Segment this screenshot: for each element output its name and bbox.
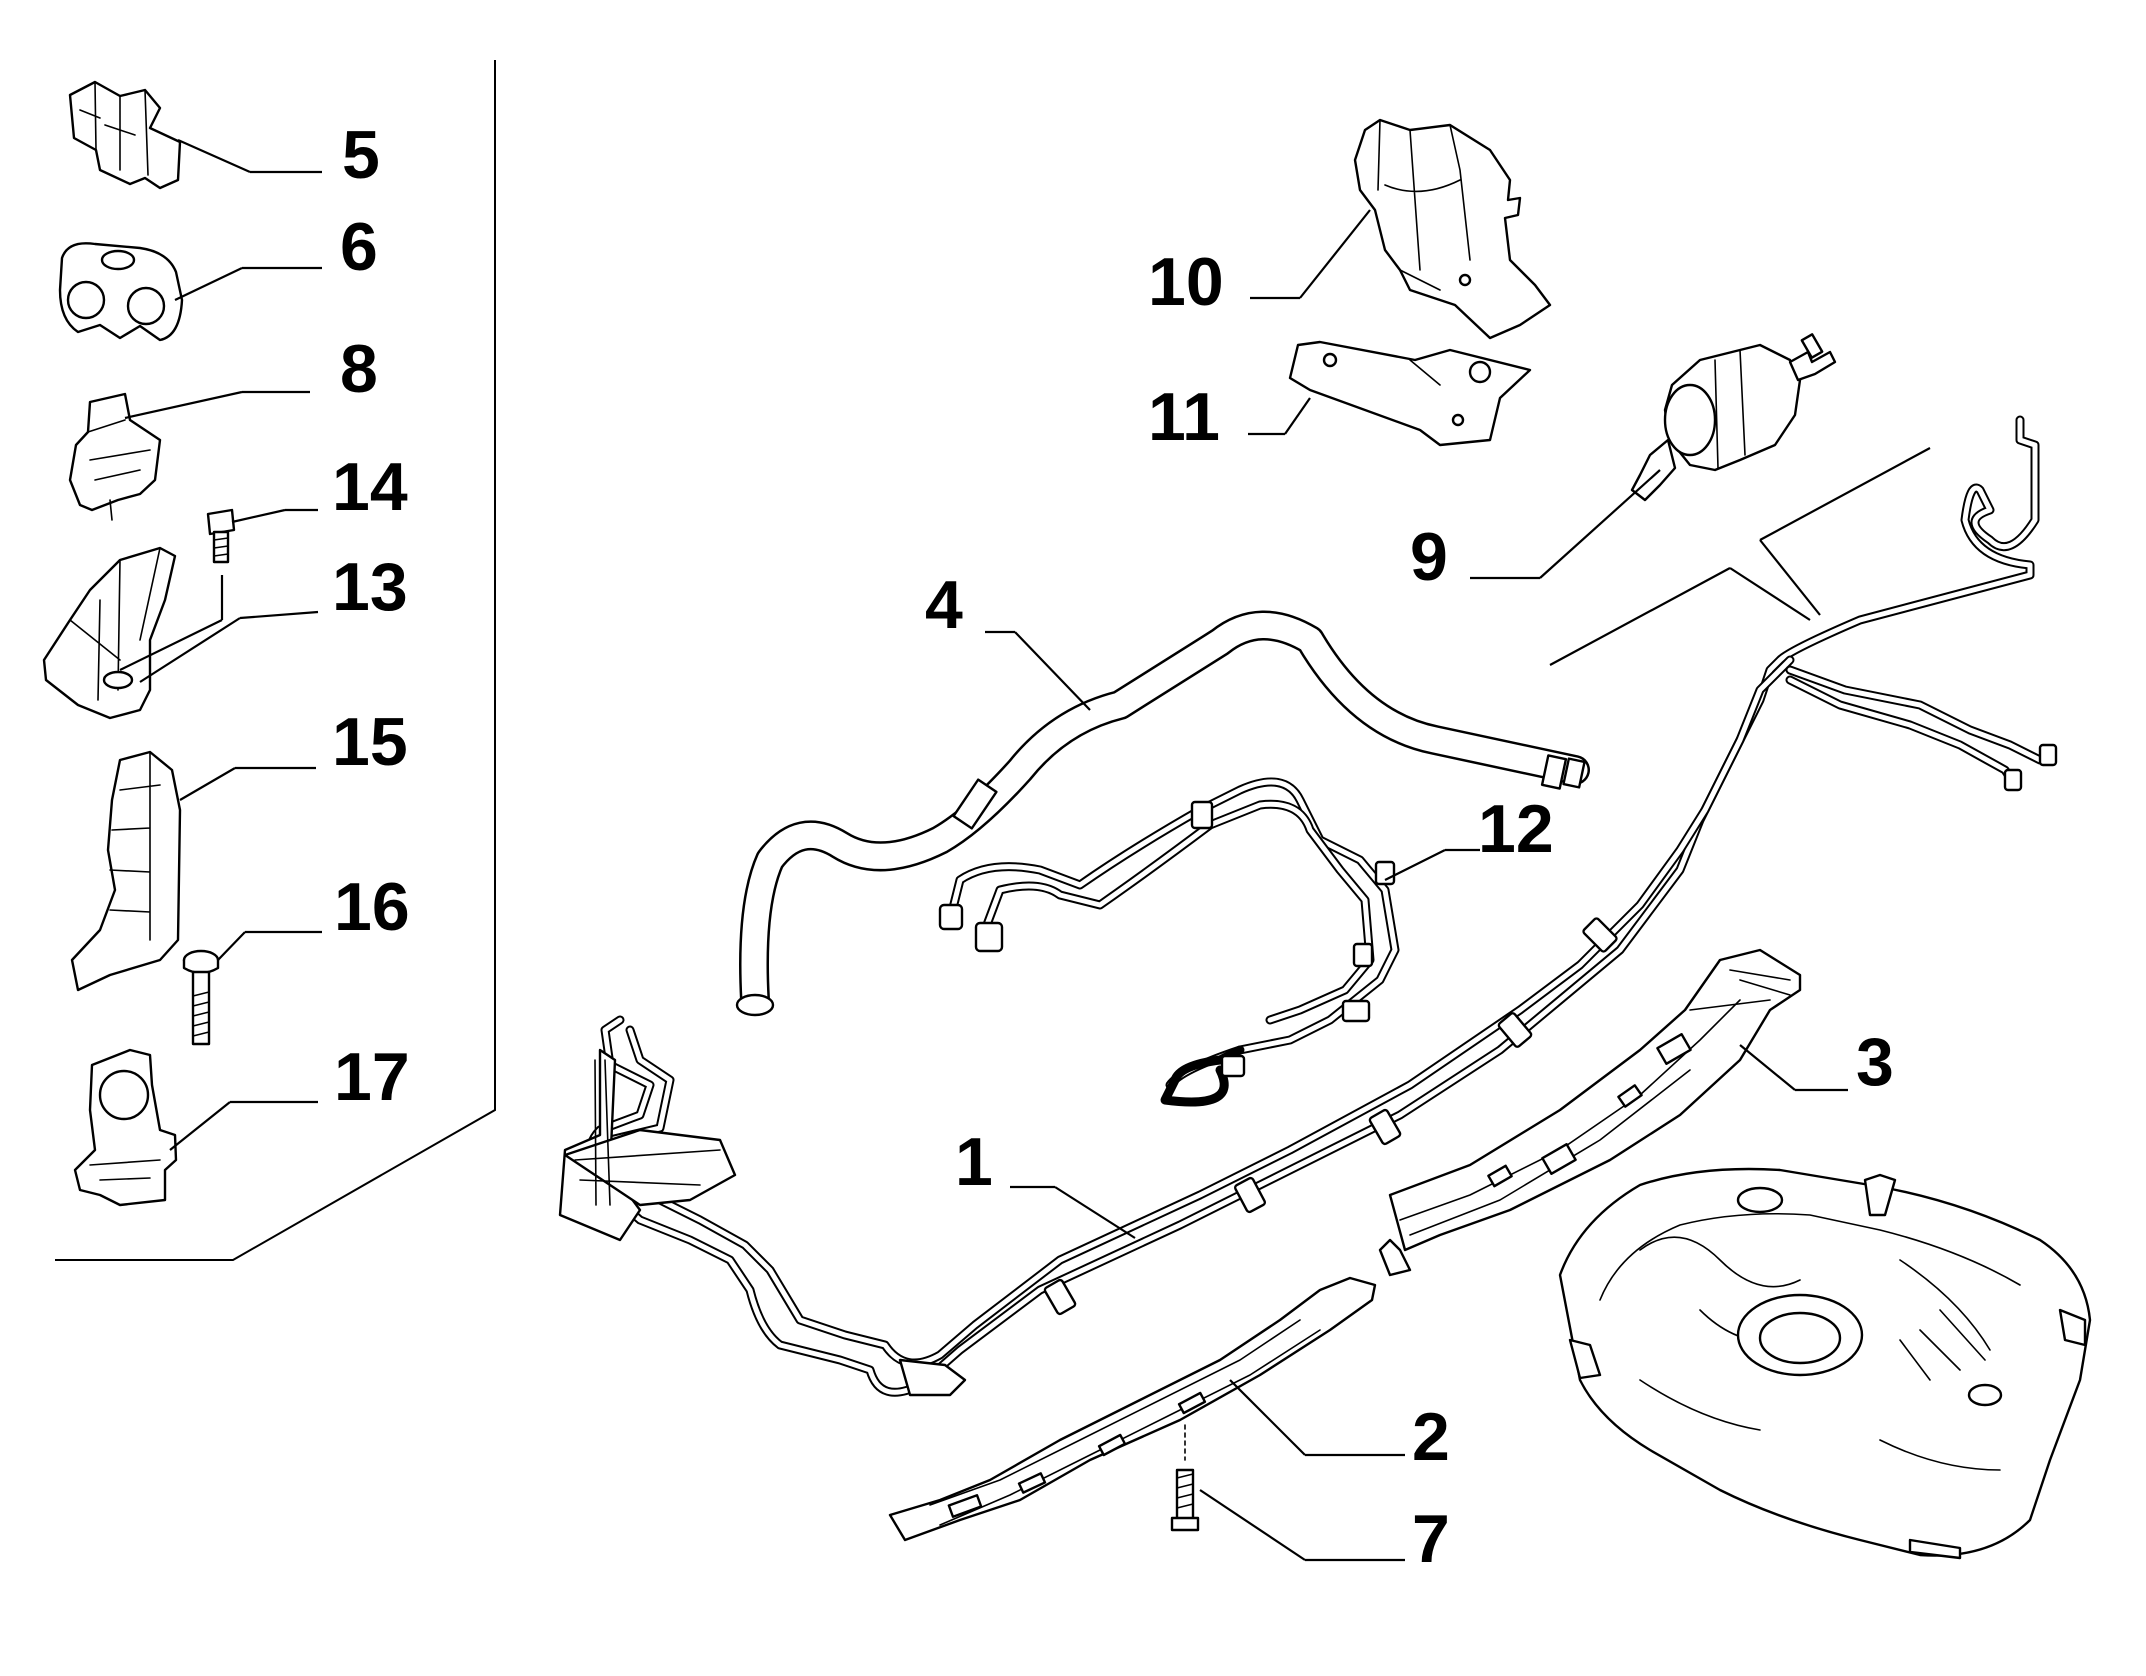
callout-12: 12 xyxy=(1478,791,1554,867)
callout-4: 4 xyxy=(925,567,963,643)
part-15-clip xyxy=(70,750,316,992)
part-12-pipe-harness xyxy=(938,777,1480,1107)
callout-11: 11 xyxy=(1148,379,1220,455)
part-3-rear-shield xyxy=(1378,948,1848,1277)
part-2-front-shield xyxy=(888,1276,1405,1542)
left-panel-border xyxy=(55,60,496,1261)
callout-6: 6 xyxy=(340,209,378,285)
callout-5: 5 xyxy=(342,117,380,193)
callout-17: 17 xyxy=(334,1039,410,1115)
part-16-bolt xyxy=(182,930,322,1046)
part-14-bolt xyxy=(206,508,318,564)
callout-15: 15 xyxy=(332,704,408,780)
callout-9: 9 xyxy=(1410,519,1448,595)
callout-14: 14 xyxy=(332,449,408,525)
part-13-bracket xyxy=(42,546,319,720)
callout-10: 10 xyxy=(1148,244,1224,320)
part-4-fuel-hose xyxy=(735,610,1590,1017)
part-7-bolt xyxy=(1170,1424,1405,1562)
part-9-fuel-filter xyxy=(1470,333,1837,580)
part-17-cable-clip xyxy=(73,1048,318,1207)
part-1-main-fuel-lines xyxy=(558,415,2058,1397)
callout-3: 3 xyxy=(1856,1024,1894,1100)
callout-16: 16 xyxy=(334,869,410,945)
part-11-plate xyxy=(1248,340,1532,447)
callout-1: 1 xyxy=(955,1124,993,1200)
fuel-tank xyxy=(1558,1167,2092,1560)
part-8-clamp xyxy=(68,390,310,521)
callout-labels: 5 6 8 14 13 15 16 17 10 11 9 4 12 3 1 2 … xyxy=(332,117,1894,1577)
callout-2: 2 xyxy=(1412,1399,1450,1475)
callout-7: 7 xyxy=(1412,1501,1450,1577)
callout-13: 13 xyxy=(332,549,408,625)
part-10-filter-bracket xyxy=(1250,118,1552,340)
part-1-reference-lines xyxy=(1549,447,1931,666)
part-5-clip xyxy=(68,80,322,190)
part-6-grommet xyxy=(58,242,322,342)
callout-8: 8 xyxy=(340,331,378,407)
